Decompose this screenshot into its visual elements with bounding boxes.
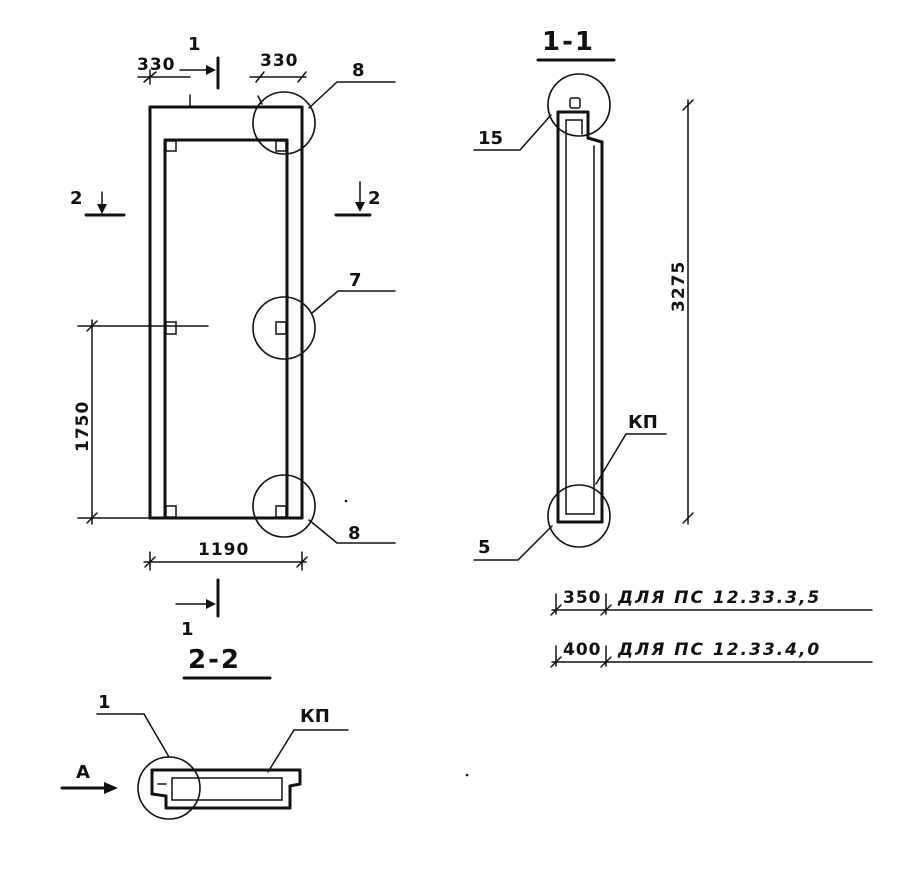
cut-mark-1-top xyxy=(179,56,220,90)
leader-node-mid xyxy=(311,290,396,314)
dim-height-1750: 1750 xyxy=(73,401,93,452)
cut-mark-2-left xyxy=(84,191,126,217)
dim-top-right-330: 330 xyxy=(260,51,299,71)
callout-kp-section: КП xyxy=(628,412,658,433)
leader-kp-section xyxy=(595,433,667,485)
front-elevation: 8 7 8 330 330 1190 xyxy=(70,34,396,640)
cut-label-1-bottom: 1 xyxy=(181,619,194,640)
cut-mark-1-bottom xyxy=(175,578,220,618)
callout-plan-1: 1 xyxy=(98,692,111,713)
callout-node-5: 5 xyxy=(478,537,491,558)
detail-circle-5 xyxy=(547,484,611,548)
section-1-1-title: 1-1 xyxy=(542,27,595,57)
anchor-plates xyxy=(165,140,287,518)
scan-speck xyxy=(465,773,469,777)
leader-kp-plan xyxy=(267,729,349,773)
dimension-width xyxy=(143,551,308,571)
detail-circle-bottom xyxy=(252,474,316,538)
detail-circle-top xyxy=(252,91,316,155)
section-2-2-profile xyxy=(150,768,302,810)
section-1-1: 1-1 15 5 КП 3275 xyxy=(473,27,873,668)
callout-node-mid: 7 xyxy=(349,270,362,291)
view-arrow-a xyxy=(60,782,118,794)
frame-outline xyxy=(148,105,304,520)
dimension-door-height xyxy=(86,319,98,525)
callout-kp-plan: КП xyxy=(300,706,330,727)
detail-circle-mid xyxy=(252,296,316,360)
cut-label-1-top: 1 xyxy=(188,34,201,55)
dim-total-height-3275: 3275 xyxy=(669,261,689,312)
callout-node-15: 15 xyxy=(478,128,503,149)
section-2-2-title: 2-2 xyxy=(188,645,241,675)
dimension-depth-a xyxy=(550,593,873,616)
section-1-1-profile xyxy=(556,97,604,524)
leader-node-5 xyxy=(473,525,553,561)
detail-circle-15 xyxy=(547,73,611,137)
dim-depth-350: 350 xyxy=(563,588,602,608)
dimension-depth-b xyxy=(550,645,873,668)
view-label-a: А xyxy=(76,762,90,783)
callout-node-bottom: 8 xyxy=(348,523,361,544)
leader-node-top xyxy=(308,81,396,109)
note-depth-b: ДЛЯ ПС 12.33.4,0 xyxy=(617,640,821,660)
callout-node-top: 8 xyxy=(352,60,365,81)
leader-plan-1 xyxy=(96,713,170,758)
note-depth-a: ДЛЯ ПС 12.33.3,5 xyxy=(617,588,821,608)
leader-node-bottom xyxy=(308,519,396,544)
leader-node-15 xyxy=(473,114,552,151)
scan-speck xyxy=(344,499,348,503)
cut-mark-2-right xyxy=(334,181,372,217)
dimension-top-offsets xyxy=(137,69,307,108)
dim-width-1190: 1190 xyxy=(198,540,249,560)
dim-top-left-330: 330 xyxy=(137,55,176,75)
dim-depth-400: 400 xyxy=(563,640,602,660)
section-2-2: 2-2 1 КП А xyxy=(60,645,349,820)
cut-label-2-left: 2 xyxy=(70,188,83,209)
cut-label-2-right: 2 xyxy=(368,188,381,209)
dimension-total-height xyxy=(682,99,694,525)
detail-circle-plan xyxy=(137,756,201,820)
